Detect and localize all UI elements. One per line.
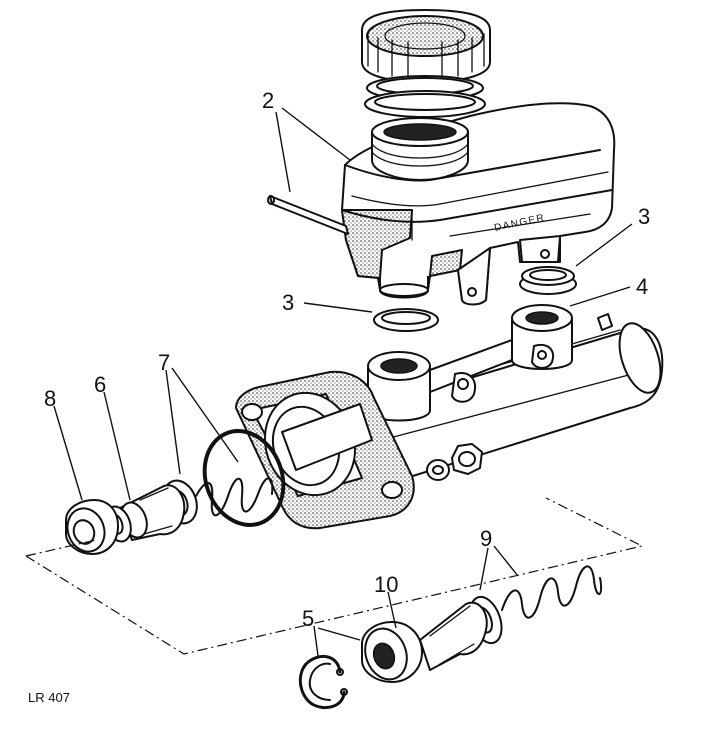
callout-9: 9 bbox=[480, 526, 492, 551]
callout-10: 10 bbox=[374, 572, 398, 597]
secondary-piston-head bbox=[361, 621, 423, 683]
inset-boundary bbox=[25, 497, 644, 655]
callout-leaders bbox=[53, 107, 633, 657]
fluid-reservoir: DANGER bbox=[341, 102, 616, 306]
piston-head bbox=[65, 499, 119, 555]
figure-reference: LR 407 bbox=[28, 690, 70, 705]
mounting-flange bbox=[235, 370, 415, 530]
callout-7: 7 bbox=[158, 350, 170, 375]
callout-6: 6 bbox=[94, 372, 106, 397]
piston-circlip bbox=[202, 429, 286, 527]
primary-piston bbox=[119, 484, 186, 541]
secondary-piston bbox=[419, 601, 488, 671]
reservoir-cap bbox=[361, 9, 491, 83]
cap-seal-rings bbox=[364, 75, 486, 118]
flange-nut bbox=[451, 443, 483, 475]
reservoir-seal-left bbox=[373, 308, 439, 332]
reservoir-seal-right bbox=[519, 266, 577, 295]
circlip-5 bbox=[298, 655, 348, 709]
callout-3-left: 3 bbox=[282, 290, 294, 315]
secondary-spring bbox=[501, 565, 603, 619]
flange-washer bbox=[426, 459, 450, 481]
callout-4: 4 bbox=[636, 274, 648, 299]
primary-spring bbox=[195, 477, 274, 517]
master-cylinder-body bbox=[329, 304, 664, 481]
fixing-pin bbox=[267, 195, 349, 235]
callout-2: 2 bbox=[262, 88, 274, 113]
callout-5: 5 bbox=[302, 606, 314, 631]
callout-3-right: 3 bbox=[638, 204, 650, 229]
callout-8: 8 bbox=[44, 386, 56, 411]
